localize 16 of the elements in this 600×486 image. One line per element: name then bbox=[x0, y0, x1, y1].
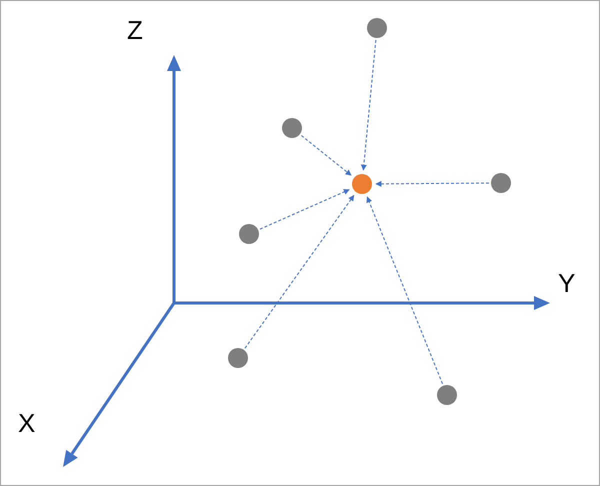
dashed-arrow bbox=[300, 135, 352, 176]
x-axis-label: X bbox=[18, 410, 36, 436]
data-point bbox=[437, 385, 457, 405]
target-point bbox=[352, 174, 372, 194]
dashed-arrow bbox=[375, 180, 490, 187]
dashed-arrow bbox=[244, 194, 354, 349]
y-axis-label: Y bbox=[558, 270, 576, 296]
data-point bbox=[282, 118, 302, 138]
data-point bbox=[239, 224, 259, 244]
dashed-arrow bbox=[366, 196, 444, 384]
data-point bbox=[491, 173, 511, 193]
data-point bbox=[228, 348, 248, 368]
dashed-arrow bbox=[259, 189, 350, 230]
z-axis-label: Z bbox=[127, 17, 143, 43]
data-point bbox=[367, 18, 387, 38]
dashed-arrow bbox=[360, 39, 376, 171]
